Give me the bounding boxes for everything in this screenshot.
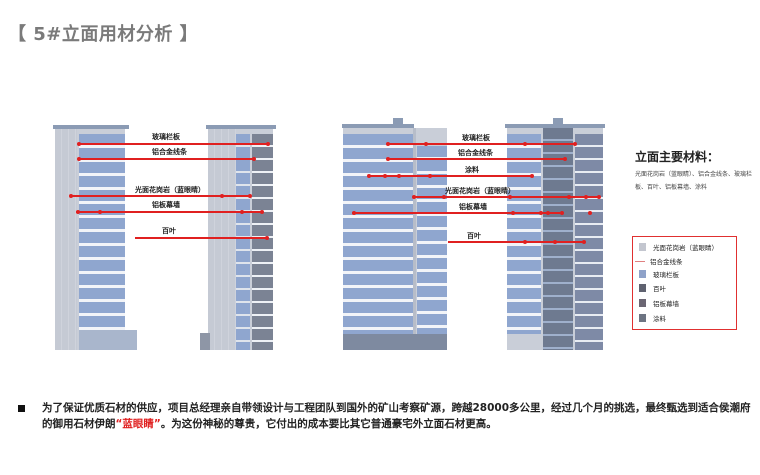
materials-description: 光面花岗岩（蓝眼睛）、铝合金线条、玻璃栏板、百叶、铝板幕墙、涂料 [635, 171, 753, 191]
label-aluminum-curtain-wall-r: 铝板幕墙 [459, 203, 487, 211]
label-paint: 涂料 [465, 166, 479, 174]
label-louver-r: 百叶 [467, 232, 481, 240]
legend-item-granite: 光面花岗岩（蓝眼睛） [639, 242, 718, 252]
louver-swatch-icon [639, 284, 646, 292]
materials-title: 立面主要材料： [635, 150, 720, 164]
legend-item-paint: 涂料 [639, 313, 666, 323]
page-title: 【 5#立面用材分析 】 [8, 24, 199, 45]
legend-item-curtain-wall: 铝板幕墙 [639, 298, 679, 308]
label-louver: 百叶 [162, 227, 176, 235]
label-granite: 光面花岗岩（蓝眼睛） [135, 186, 205, 194]
left-tower-a [55, 128, 137, 350]
materials-legend: 光面花岗岩（蓝眼睛） 铝合金线条 玻璃栏板 百叶 铝板幕墙 涂料 [632, 236, 737, 330]
legend-item-louver: 百叶 [639, 283, 666, 293]
granite-swatch-icon [639, 243, 646, 251]
left-tower-b [208, 128, 273, 350]
label-aluminum-strip: 铝合金线条 [152, 148, 187, 156]
right-tower-b [507, 128, 603, 350]
label-granite-r: 光面花岗岩（蓝眼睛） [445, 187, 515, 195]
right-tower-a [343, 128, 447, 350]
legend-item-aluminum-strip: 铝合金线条 [635, 256, 683, 266]
description-paragraph: 为了保证优质石材的供应，项目总经理亲自带领设计与工程团队到国外的矿山考察矿源，跨… [42, 402, 751, 430]
label-glass-railing: 玻璃栏板 [152, 133, 180, 141]
curtain-wall-swatch-icon [639, 299, 646, 307]
bullet-square-icon [18, 405, 25, 412]
label-aluminum-strip-r: 铝合金线条 [458, 149, 493, 157]
aluminum-strip-line-icon [635, 260, 645, 262]
highlight-blue-eye: “蓝眼睛” [115, 418, 161, 430]
glass-railing-swatch-icon [639, 270, 646, 278]
label-aluminum-curtain-wall: 铝板幕墙 [152, 201, 180, 209]
label-glass-railing-r: 玻璃栏板 [462, 134, 490, 142]
legend-item-glass-railing: 玻璃栏板 [639, 269, 679, 279]
paint-swatch-icon [639, 314, 646, 322]
